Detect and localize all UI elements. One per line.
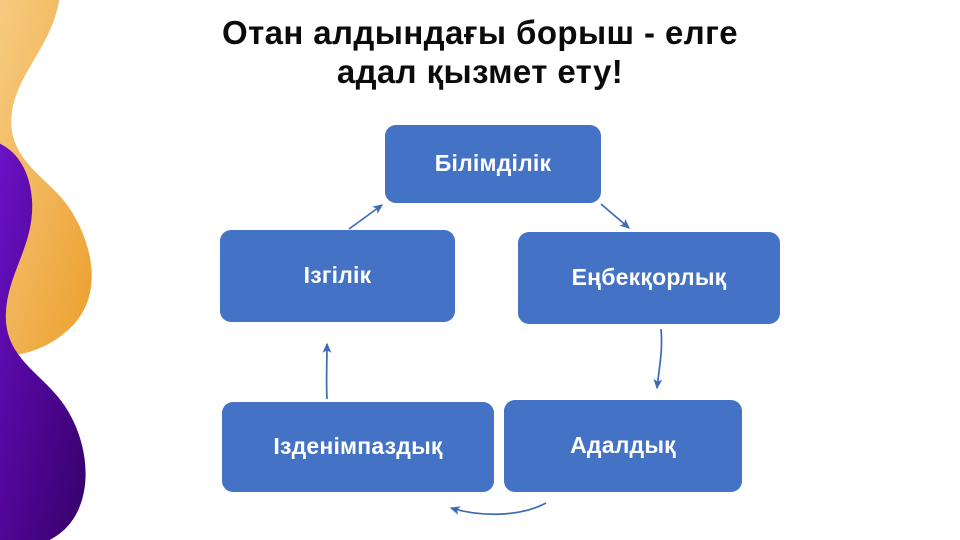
diagram-node-label: Ізденімпаздық — [273, 433, 443, 460]
diagram-node-label: Еңбекқорлық — [571, 264, 727, 291]
diagram-node-label: Адалдық — [570, 432, 676, 459]
diagram-node-enbekkorlyk[interactable]: Еңбекқорлық — [518, 232, 780, 324]
diagram-node-izgilik[interactable]: Ізгілік — [220, 230, 455, 322]
diagram-node-bilimdilik[interactable]: Білімділік — [385, 125, 601, 203]
diagram-node-izdenimpazdyq[interactable]: Ізденімпаздық — [222, 402, 494, 492]
arrow-izgilik-to-bilimdilik — [348, 204, 384, 230]
slide-title: Отан алдындағы борыш - елге адал қызмет … — [222, 14, 738, 90]
arrow-adaldyq-to-izdenimpazdyq — [449, 502, 547, 516]
arrow-bilimdilik-to-enbekkorlyk — [600, 203, 631, 229]
arrow-enbekkorlyk-to-adaldyq — [653, 328, 663, 390]
diagram-node-adaldyq[interactable]: Адалдық — [504, 400, 742, 492]
diagram-node-label: Білімділік — [434, 150, 552, 177]
diagram-node-label: Ізгілік — [303, 262, 372, 289]
